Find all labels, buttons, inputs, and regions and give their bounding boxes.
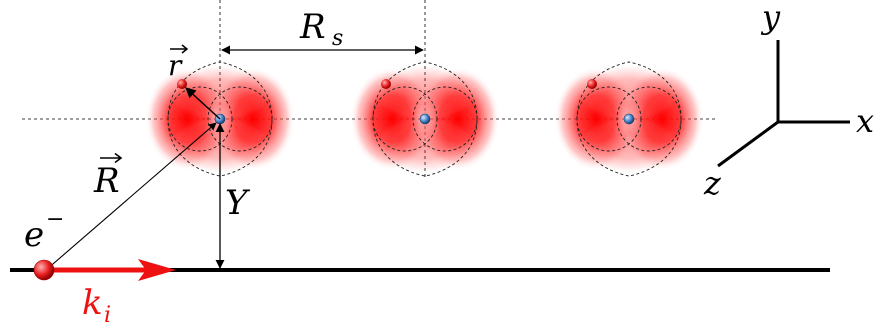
electron-pos-label: r [168,49,183,82]
wavevector-label: k [82,283,103,323]
wavevector-subscript: i [104,303,111,328]
electron-vector-arrow [45,122,217,271]
nucleus-3 [623,113,635,125]
nucleus-2 [419,113,431,125]
bound-electron-1 [177,79,187,89]
electron-pos-vector-mark [170,44,189,54]
incident-electron-label: e [24,215,44,255]
atom-1 [145,61,295,177]
incident-electron [33,259,55,281]
wavevector-arrowhead [138,259,176,281]
electron-position-arrow [185,87,221,120]
incident-electron-charge: − [46,207,64,232]
electron-vec-label: R [93,161,120,201]
electron-vec-vector-mark [100,152,123,164]
bound-electron-2 [381,79,391,89]
axis-z-label: z [703,164,722,202]
separation-subscript: s [332,26,343,51]
impact-parameter-label: Y [225,183,251,223]
separation-label: R [299,7,326,47]
atom-3 [554,61,704,177]
coordinate-axes [717,40,850,168]
atom-2 [350,61,500,177]
bound-electron-3 [587,79,597,89]
axis-z-line [717,120,779,168]
axis-x-label: x [856,102,874,140]
axis-y-label: y [760,0,781,36]
